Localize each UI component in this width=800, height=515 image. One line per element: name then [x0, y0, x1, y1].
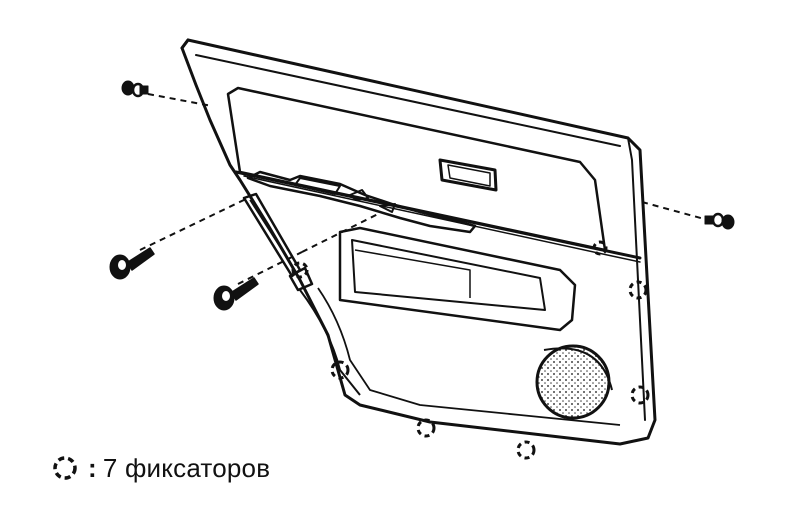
alignment-lines [139, 93, 709, 285]
door-handle-recess [438, 158, 498, 192]
clip-icon [516, 440, 536, 460]
legend-label: 7 фиксаторов [102, 452, 271, 483]
clip-icon [416, 418, 436, 438]
speaker-grille [535, 344, 613, 420]
retainer-clips [291, 240, 650, 460]
dashed-circle-icon [53, 456, 77, 480]
screw-icon [704, 212, 735, 230]
clip-icon [592, 240, 608, 256]
screw-icon [109, 247, 155, 280]
clip-icon [330, 360, 350, 380]
switch-panel-strip [246, 170, 477, 234]
clip-icon [628, 280, 648, 300]
clip-icon [291, 261, 309, 279]
screw-icon [213, 277, 259, 311]
pull-strap [242, 192, 314, 292]
legend: : 7 фиксаторов [50, 448, 270, 488]
fasteners [109, 80, 735, 311]
screw-icon [121, 80, 149, 98]
clip-icon [630, 385, 650, 405]
armrest-pocket [299, 226, 621, 426]
legend-separator: : [88, 452, 97, 483]
